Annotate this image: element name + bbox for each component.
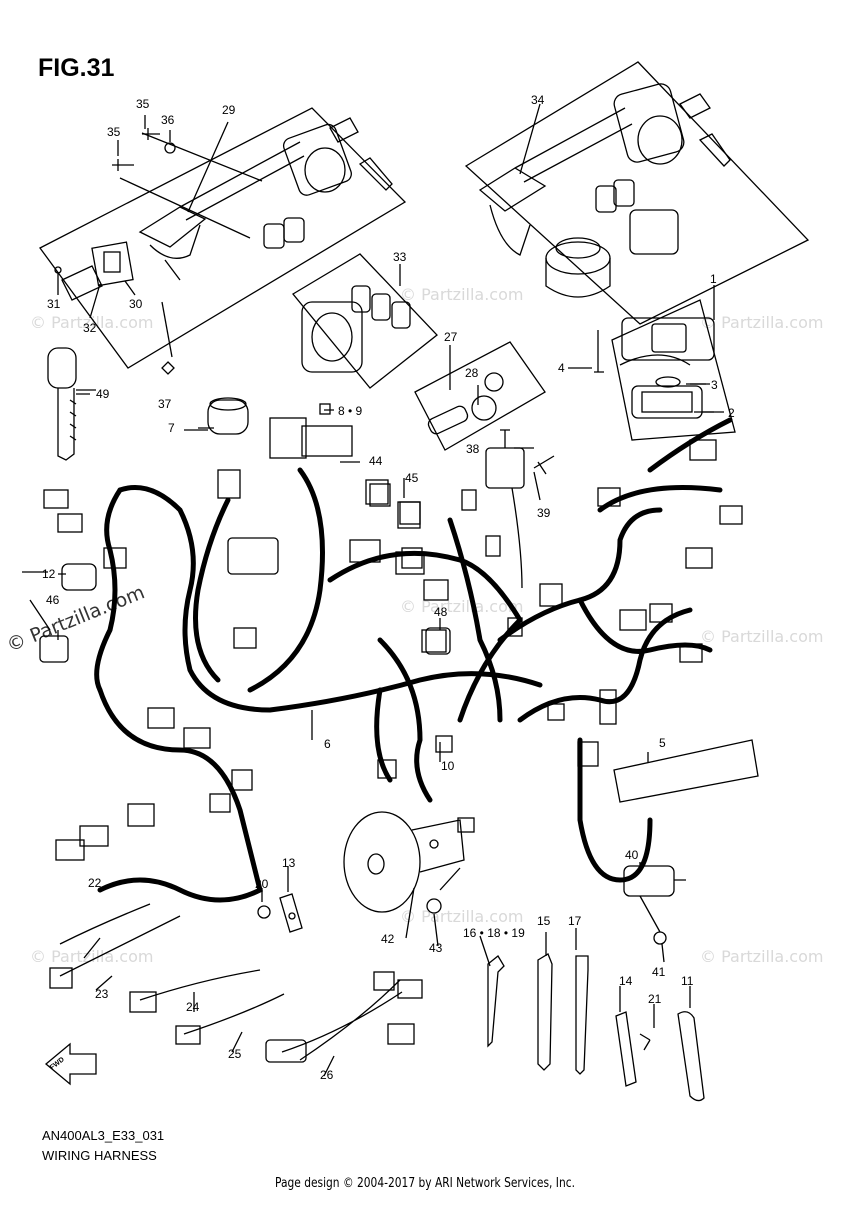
callout-32: 32 [83,321,97,335]
callout-7: 7 [168,421,175,435]
callout-20: 20 [255,877,269,891]
fuse-holder-set-27 [414,341,546,451]
callout-44: 44 [369,454,383,468]
callout-43: 43 [429,941,443,955]
callout-26: 26 [320,1068,334,1082]
relay-assembly-1 [594,285,736,441]
callout-14: 14 [619,974,633,988]
ignition-key-49 [47,347,90,461]
watermark-text: © Partzilla.com [400,907,523,926]
watermark-text: © Partzilla.com [30,947,153,966]
callout-15: 15 [537,914,551,928]
watermark-text: © Partzilla.com [30,313,153,332]
watermark-text: © Partzilla.com [700,627,823,646]
callout-1: 1 [710,272,717,286]
callout-46: 46 [46,593,60,607]
callout-38: 38 [466,442,480,456]
lock-set-33 [292,253,438,389]
figure-label: FIG.31 [38,54,115,82]
callout-8-9: 8 • 9 [338,404,363,418]
callout-4: 4 [558,361,565,375]
model-code: AN400AL3_E33_031 [42,1128,165,1143]
callout-39: 39 [537,506,551,520]
callout-27: 27 [444,330,458,344]
watermark-text: © Partzilla.com [400,285,523,304]
callout-42: 42 [381,932,395,946]
callout-2: 2 [728,406,735,420]
ignition-switch-set-34 [464,61,810,325]
small-parts [39,403,759,1102]
callout-5: 5 [659,736,666,750]
callout-31: 31 [47,297,61,311]
main-wiring-harness-6 [94,417,733,903]
callout-45: 45 [405,471,419,485]
watermark-text: © Partzilla.com [400,597,523,616]
page-footer: Page design © 2004-2017 by ARI Network S… [275,1176,575,1191]
callout-17: 17 [568,914,582,928]
callout-6: 6 [324,737,331,751]
callout-29: 29 [222,103,236,117]
callout-48: 48 [434,605,448,619]
callout-24: 24 [186,1000,200,1014]
harness-connectors [43,417,743,861]
ignition-switch-set-29 [39,107,407,375]
callout-40: 40 [625,848,639,862]
callout-34: 34 [531,93,545,107]
callout-33: 33 [393,250,407,264]
callout-12: 12 [42,567,56,581]
callout-labels: 1 2 3 4 5 6 7 8 • 9 10 11 12 13 14 15 16… [42,93,735,1082]
callout-37: 37 [158,397,172,411]
callout-16-18-19: 16 • 18 • 19 [463,926,525,940]
callout-10: 10 [441,759,455,773]
fwd-arrow-icon [44,1042,97,1086]
watermarks: © Partzilla.com © Partzilla.com © Partzi… [30,285,823,966]
connector-7 [184,397,249,499]
callout-11: 11 [681,974,694,988]
callout-35-top: 35 [136,97,150,111]
callout-41: 41 [652,965,666,979]
callout-23: 23 [95,987,109,1001]
callout-25: 25 [228,1047,242,1061]
callout-3: 3 [711,378,718,392]
callout-13: 13 [282,856,296,870]
watermark-text: © Partzilla.com [700,947,823,966]
diagram-caption: WIRING HARNESS [42,1148,157,1163]
callout-21: 21 [648,992,662,1006]
callout-36: 36 [161,113,175,127]
watermark-text: © Partzilla.com [700,313,823,332]
callout-28: 28 [465,366,479,380]
callout-35-bottom: 35 [107,125,121,139]
callout-30: 30 [129,297,143,311]
callout-22: 22 [88,876,102,890]
callout-49: 49 [96,387,110,401]
partzilla-watermark-dark: © Partzilla.com [4,581,148,656]
